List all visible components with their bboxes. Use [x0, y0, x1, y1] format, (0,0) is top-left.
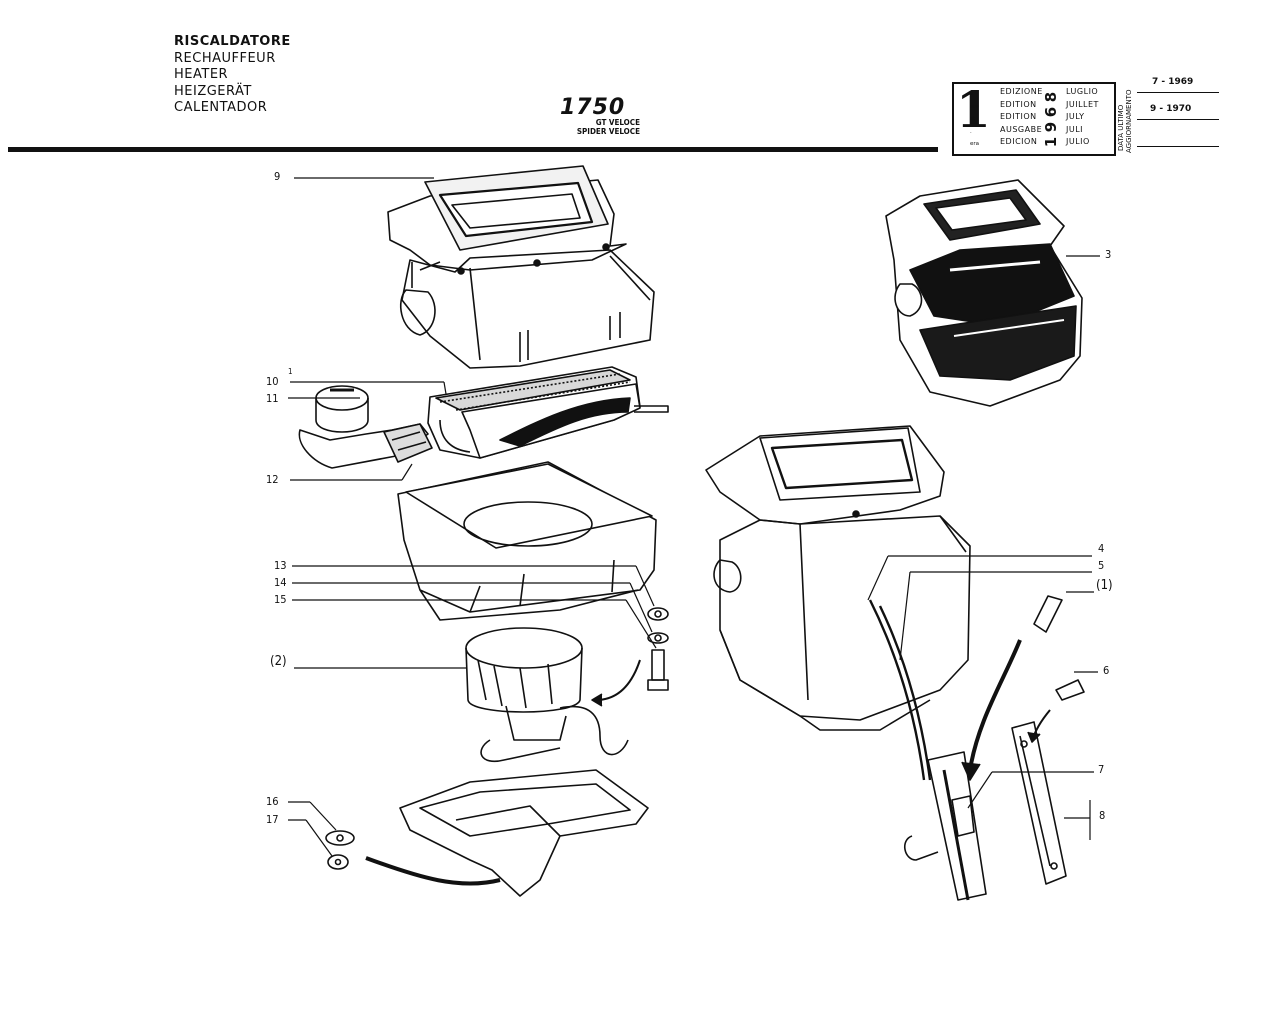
callout-6: 6 [1103, 664, 1110, 677]
edition-months: LUGLIO JUILLET JULY JULI JULIO [1066, 86, 1099, 149]
callout-4: 4 [1098, 542, 1105, 555]
leader-5b [899, 571, 911, 661]
heater-control-7 [868, 599, 987, 901]
screw-6 [1027, 679, 1085, 743]
model-number: 1750 [560, 95, 626, 120]
update-line [1137, 146, 1219, 147]
leader-16b [309, 801, 337, 831]
clip-1 [961, 595, 1063, 781]
leader-lines [288, 177, 1100, 857]
callout-15: 15 [274, 593, 287, 606]
edition-label: EDICION [1000, 137, 1038, 146]
leader-17b [305, 819, 333, 857]
edition-box [952, 82, 1116, 156]
edition-label: EDITION [1000, 112, 1037, 121]
heater-cover-9 [387, 165, 655, 369]
callout-3: 3 [1105, 248, 1112, 261]
ordinal: st [970, 116, 976, 122]
title-fr: RECHAUFFEUR [174, 50, 276, 66]
month: JUILLET [1066, 99, 1099, 109]
title-en: HEATER [174, 67, 229, 82]
edition-label: EDIZIONE [1000, 87, 1043, 96]
callout-14: 14 [274, 576, 287, 589]
heater-lower-housing [397, 461, 657, 621]
ordinal: . [970, 128, 972, 135]
edition-number: 1 [956, 80, 991, 139]
hardware-13-15 [591, 607, 669, 707]
callout-11: 11 [266, 392, 279, 405]
month: LUGLIO [1066, 87, 1099, 96]
blower-fan-2 [465, 627, 629, 763]
callout-5: 5 [1098, 559, 1105, 572]
edition-label: EDITION [1000, 99, 1037, 109]
title-es: CALENTADOR [174, 100, 268, 115]
callout-8: 8 [1099, 809, 1106, 822]
heater-bottom-shell [399, 769, 649, 897]
title-de: HEIZGERÄT [174, 83, 252, 99]
edition-ordinals: a ere st . era [970, 88, 979, 151]
month: JULIO [1066, 137, 1090, 146]
leader-15b [625, 599, 657, 649]
leader-12b [401, 463, 413, 481]
edition-labels: EDIZIONE EDITION EDITION AUSGABE EDICION [1000, 86, 1043, 149]
update-line [1137, 119, 1219, 120]
update-1: 7 - 1969 [1152, 77, 1194, 87]
control-plate-8 [1011, 721, 1067, 885]
callout-1: 1 [288, 367, 293, 376]
callout-9: 9 [274, 170, 281, 183]
month: JULY [1066, 112, 1085, 121]
heater-assembled-3 [885, 179, 1083, 407]
ordinal: a [970, 91, 974, 97]
variant-spider: SPIDER VELOCE [576, 127, 640, 136]
callout-2: (2) [270, 654, 287, 669]
callout-7: 7 [1098, 763, 1105, 776]
callout-17: 17 [266, 813, 279, 826]
leader-13b [635, 565, 655, 607]
title-block: RISCALDATORE RECHAUFFEUR HEATER HEIZGERÄ… [174, 34, 291, 117]
callout-12: 12 [266, 473, 279, 486]
leader-14b [629, 582, 653, 633]
edition-label: AUSGABE [1000, 124, 1043, 134]
update-2: 9 - 1970 [1150, 104, 1192, 114]
leader-10b [443, 381, 447, 395]
heater-side-view [705, 425, 971, 731]
leader-7b [967, 771, 993, 809]
model-variants: GT VELOCE SPIDER VELOCE [568, 118, 640, 136]
heater-radiator-10 [427, 366, 669, 459]
month: JULI [1066, 124, 1084, 134]
callout-10: 10 [266, 375, 279, 388]
washers-16-17 [325, 830, 501, 886]
update-line [1137, 92, 1219, 93]
ordinal: ere [970, 103, 979, 110]
ordinal: era [970, 141, 980, 147]
title-it: RISCALDATORE [174, 34, 291, 49]
callout-16: 16 [266, 795, 279, 808]
callout-1-paren: (1) [1096, 578, 1113, 593]
leader-4b [867, 555, 889, 601]
variant-gt: GT VELOCE [595, 118, 640, 127]
header-rule [8, 147, 938, 152]
callout-13: 13 [274, 559, 287, 572]
